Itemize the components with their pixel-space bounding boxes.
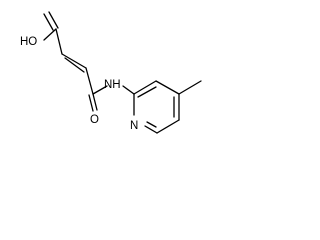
bond-ring-c2-c3 (133, 80, 157, 95)
bond-nh-ring (122, 85, 135, 95)
bond-c3-c4 (85, 67, 94, 95)
bond-c1-oh (43, 28, 57, 41)
bond-ring-c3-c4 (155, 80, 180, 95)
bond-c4-o-double-a (92, 93, 98, 111)
bond-c4-o-double-b (88, 94, 94, 112)
bond-ring-c6-n-inner (146, 121, 157, 128)
bond-c1-o-double-b (48, 11, 59, 29)
atom-amide-nitrogen: NH (104, 79, 121, 91)
atom-ring-nitrogen: N (130, 120, 138, 132)
bond-c2-c3 (61, 53, 87, 69)
bond-ring-c2-c3-inner (137, 86, 157, 98)
bond-methyl (178, 80, 202, 95)
bond-c1-c2 (55, 28, 63, 55)
bond-c1-o-double-a (43, 13, 54, 31)
atom-carbonyl-oxygen: O (90, 114, 99, 126)
bond-ring-c6-n (144, 125, 158, 134)
chemical-structure: HO O NH N (20, 11, 202, 134)
bond-c2-c3-inner (64, 57, 85, 73)
bond-c4-nh (92, 85, 108, 95)
atom-hydroxyl: HO (20, 36, 37, 48)
bond-ring-c5-c6 (156, 119, 180, 134)
